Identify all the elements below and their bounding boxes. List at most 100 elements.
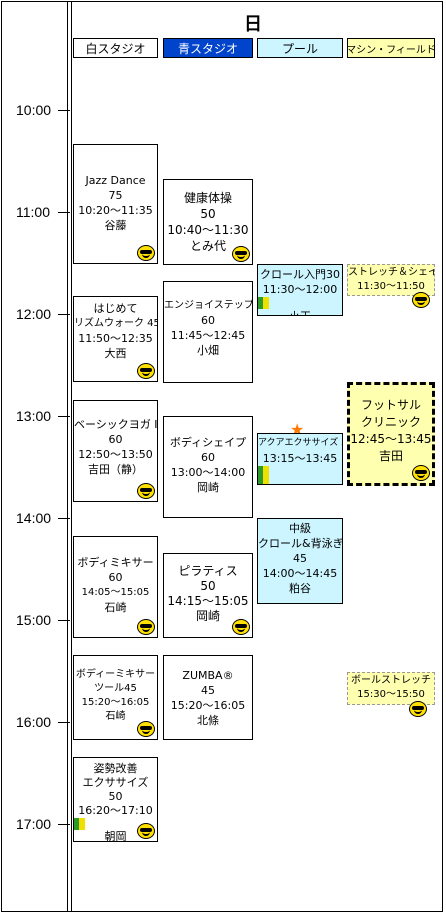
tick [58, 314, 70, 315]
beginner-leaf-icon [258, 297, 269, 309]
class-name: ツール45 [94, 683, 137, 694]
instructor: とみ代 [189, 239, 226, 253]
time-label: 12:00 [16, 306, 52, 322]
instructor: 粕谷 [289, 582, 311, 595]
class-block[interactable]: ボディーミキサー ツール45 15:20～16:05 石崎 [73, 655, 158, 740]
smiley-icon [137, 363, 155, 379]
class-block[interactable]: 姿勢改善 エクササイズ 50 16:20～17:10 朝岡 [73, 757, 158, 842]
class-time: 14:05～15:05 [81, 587, 150, 598]
class-block[interactable]: 健康体操 50 10:40～11:30 とみ代 [163, 179, 253, 265]
tick [58, 416, 70, 417]
beginner-leaf-icon [258, 478, 269, 484]
class-name: ベーシックヨガ Ⅰ [74, 418, 158, 431]
instructor: 大西 [104, 347, 127, 360]
class-block[interactable]: クロール入門30 11:30～12:00 小玉 [257, 264, 343, 316]
beginner-leaf-icon [74, 818, 85, 830]
smiley-icon [137, 483, 155, 499]
class-block[interactable]: ボディミキサー 60 14:05～15:05 石崎 [73, 536, 158, 638]
smiley-icon [137, 721, 155, 737]
class-block[interactable]: ベーシックヨガ Ⅰ 60 12:50～13:50 吉田（静） [73, 400, 158, 502]
class-name: エクササイズ [82, 776, 149, 789]
class-name: ボディーミキサー [75, 669, 156, 680]
class-duration: 60 [108, 433, 123, 446]
instructor: 石崎 [105, 711, 126, 722]
class-name: エンジョイステップ [164, 300, 253, 311]
tick [58, 824, 70, 825]
time-label: 14:00 [16, 510, 52, 526]
class-block[interactable]: 中級 クロール&背泳ぎ 45 14:00～14:45 粕谷 [257, 518, 343, 604]
smiley-icon [412, 292, 430, 308]
class-duration: 45 [293, 552, 307, 565]
smiley-icon [232, 246, 250, 262]
class-name: Jazz Dance [85, 174, 146, 187]
class-duration: 75 [108, 189, 123, 202]
class-duration: 50 [108, 790, 123, 803]
instructor: 小玉 [289, 310, 311, 315]
class-block[interactable]: エンジョイステップ 60 11:45～12:45 小畑 [163, 281, 253, 383]
header-blue-studio: 青スタジオ [163, 38, 253, 58]
tick [58, 518, 70, 519]
time-label: 15:00 [16, 612, 52, 628]
class-name: フットサル [360, 398, 421, 412]
time-label: 10:00 [16, 102, 52, 118]
time-label: 13:00 [16, 408, 52, 424]
class-time: 12:45～13:45 [350, 432, 432, 446]
class-block[interactable]: Jazz Dance 75 10:20～11:35 谷藤 [73, 144, 158, 264]
divider [71, 1, 72, 912]
instructor: 岡崎 [195, 609, 220, 623]
class-duration: 50 [200, 207, 216, 221]
header-white-studio: 白スタジオ [73, 38, 158, 58]
class-name: クリニック [360, 415, 421, 429]
tick [58, 620, 70, 621]
class-time: 13:00～14:00 [170, 466, 246, 479]
smiley-icon [409, 701, 427, 717]
instructor: 谷藤 [104, 219, 127, 232]
class-duration: 60 [201, 314, 215, 327]
header-pool: プール [257, 38, 343, 58]
class-block[interactable]: はじめて リズムウォーク 45 11:50～12:35 大西 [73, 296, 158, 382]
class-name: ボディミキサー [77, 556, 154, 569]
class-time: 11:50～12:35 [78, 332, 153, 345]
class-name: ストレッチ＆シェイプ [348, 267, 434, 278]
class-duration: 60 [201, 451, 215, 464]
class-time: 10:40～11:30 [167, 223, 249, 237]
class-name: 健康体操 [183, 191, 232, 205]
class-time: 13:15～13:45 [262, 452, 338, 465]
instructor: 北條 [197, 714, 219, 727]
class-block[interactable]: ZUMBA® 45 15:20～16:05 北條 [163, 655, 253, 740]
class-block[interactable]: ボールストレッチ 15:30～15:50 [347, 672, 435, 705]
class-name: 中級 [289, 522, 311, 535]
tick [58, 722, 70, 723]
smiley-icon [412, 465, 430, 481]
class-name: ボディシェイプ [169, 436, 247, 449]
day-label: 日 [244, 14, 262, 35]
class-time: 12:50～13:50 [78, 448, 153, 461]
class-block[interactable]: ボディシェイプ 60 13:00～14:00 岡崎 [163, 416, 253, 518]
time-label: 11:00 [16, 204, 50, 220]
instructor-row: 小玉 [258, 297, 342, 315]
tick [58, 212, 70, 213]
instructor: 吉田 [378, 449, 403, 463]
instructor-row: 小玉 [258, 466, 342, 484]
smiley-icon [137, 619, 155, 635]
class-block[interactable]: ストレッチ＆シェイプ 11:30～11:50 [347, 264, 435, 296]
smiley-icon [232, 619, 250, 635]
class-block[interactable]: ピラティス 50 14:15～15:05 岡崎 [163, 553, 253, 638]
class-name: ピラティス [178, 564, 238, 578]
class-time: 11:30～11:50 [357, 281, 425, 292]
class-block[interactable]: アクアエクササイズ 30 13:15～13:45 小玉 [257, 433, 343, 485]
header-machine-field: マシン・フィールド [346, 38, 436, 58]
class-name: はじめて [93, 302, 138, 315]
class-block[interactable]: フットサル クリニック 12:45～13:45 吉田 [347, 382, 435, 486]
class-time: 15:20～16:05 [170, 699, 246, 712]
instructor: 朝岡 [104, 830, 127, 842]
time-label: 17:00 [16, 816, 52, 832]
smiley-icon [137, 245, 155, 261]
class-duration: 50 [200, 579, 216, 593]
class-time: 15:30～15:50 [357, 689, 425, 700]
class-name: 姿勢改善 [93, 762, 138, 775]
instructor: 小畑 [197, 344, 219, 357]
instructor: 岡崎 [197, 481, 219, 494]
instructor: 石崎 [104, 601, 127, 614]
